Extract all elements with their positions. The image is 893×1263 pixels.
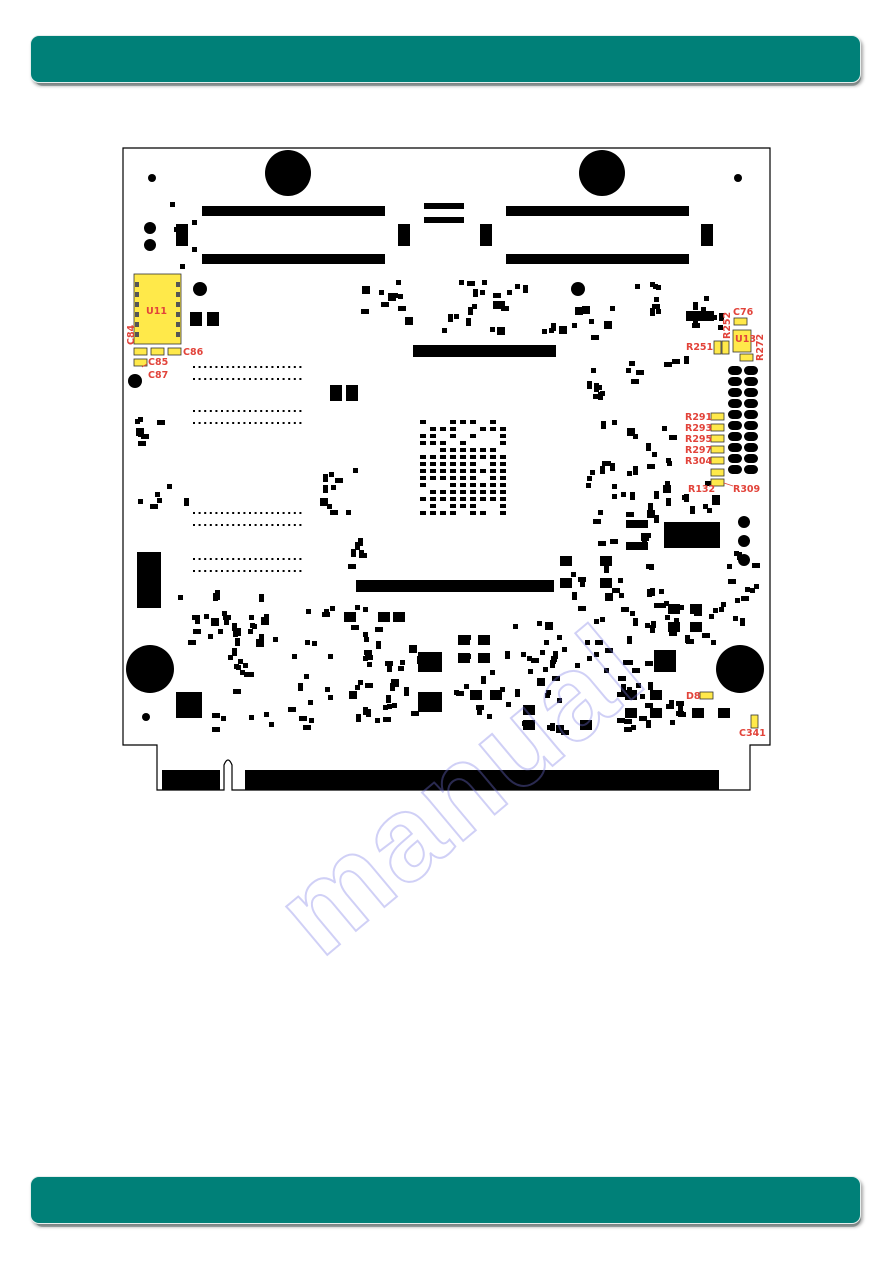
footer-bar: [30, 1176, 861, 1224]
label-c76: C76: [733, 307, 754, 318]
label-c84: C84: [126, 324, 137, 345]
label-r291: R291: [685, 412, 712, 423]
c86-highlight: [167, 347, 182, 356]
passive-components: [135, 202, 760, 735]
c341-highlight: [750, 714, 759, 729]
label-c341: C341: [739, 728, 766, 739]
board-outline: [122, 147, 771, 791]
r272-highlight: [739, 353, 754, 362]
u11-pads: [135, 282, 180, 337]
label-c85: C85: [148, 357, 168, 368]
label-u11: U11: [146, 306, 167, 317]
c85-highlight: [150, 347, 165, 356]
bga-pads: [420, 420, 506, 515]
c84-highlight: [133, 347, 148, 356]
label-r272: R272: [755, 334, 766, 361]
mounting-holes: [126, 150, 764, 721]
r297-highlight: [710, 445, 725, 454]
memory-pad-arrays: [193, 366, 302, 572]
label-r293: R293: [685, 423, 712, 434]
ics: [137, 311, 720, 718]
label-d8: D8: [686, 691, 701, 702]
r293-highlight: [710, 423, 725, 432]
highlighted-components: [133, 273, 759, 729]
r251-highlight: [721, 340, 730, 355]
label-r309: R309: [733, 484, 760, 495]
c87-highlight: [133, 358, 148, 367]
r132-highlight: [710, 478, 725, 487]
leader-lines: [141, 363, 734, 487]
header-bar: [30, 35, 861, 83]
r252-highlight: [713, 340, 722, 355]
c76-highlight: [733, 317, 748, 326]
header-pads: [728, 366, 758, 474]
label-c86: C86: [183, 347, 204, 358]
memory-connectors: [176, 203, 713, 592]
label-r297: R297: [685, 445, 712, 456]
label-r252: R252: [722, 312, 733, 339]
label-u13: U13: [735, 334, 756, 345]
label-c87: C87: [148, 370, 168, 381]
u13-highlight: [732, 329, 752, 353]
r295-highlight: [710, 434, 725, 443]
label-r304: R304: [685, 456, 713, 467]
r309-highlight: [710, 468, 725, 477]
label-r295: R295: [685, 434, 712, 445]
label-r132: R132: [688, 484, 715, 495]
r291-highlight: [710, 412, 725, 421]
label-r251: R251: [686, 342, 713, 353]
d8-highlight: [699, 691, 714, 700]
r304-highlight: [710, 456, 725, 465]
edge-connector: [162, 770, 719, 790]
u11-highlight: [133, 273, 182, 345]
